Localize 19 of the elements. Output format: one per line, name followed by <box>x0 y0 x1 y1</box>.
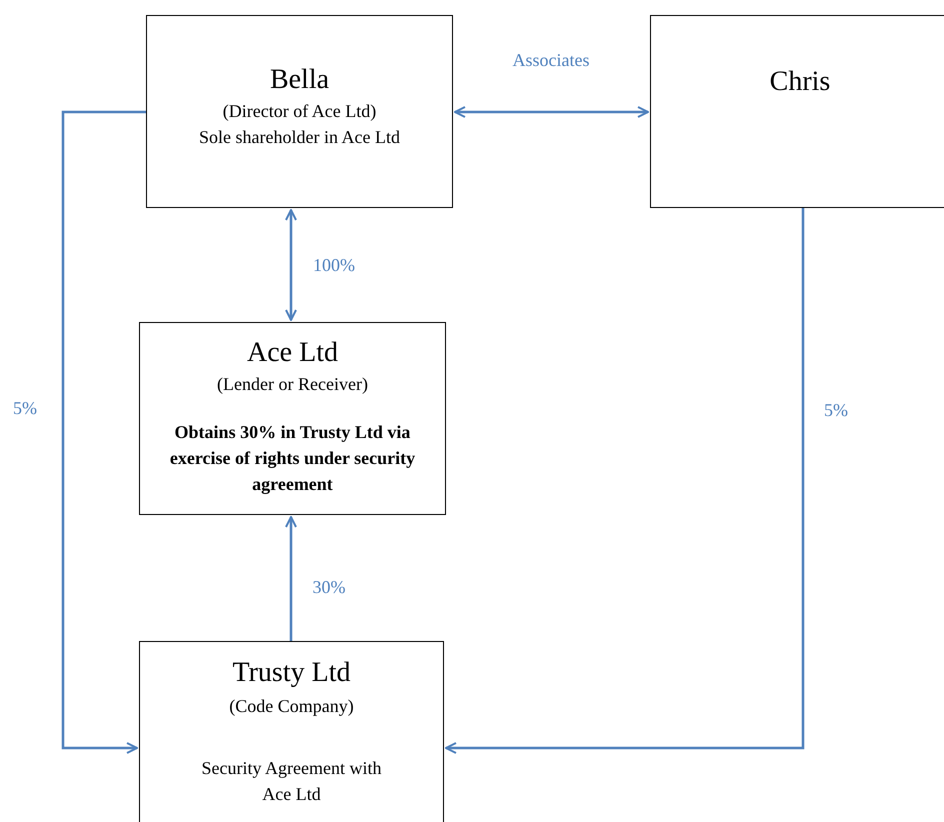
arrow <box>62 110 146 754</box>
arrow <box>445 208 804 754</box>
entity-description: (Director of Ace Ltd) <box>222 100 376 123</box>
entity-description: (Code Company) <box>229 695 354 718</box>
entity-name: Chris <box>770 66 830 98</box>
arrow <box>285 516 297 641</box>
entity-description: (Lender or Receiver) <box>217 373 368 396</box>
entity-box <box>146 15 453 208</box>
entity-name: Ace Ltd <box>247 337 338 369</box>
arrow <box>454 106 649 118</box>
entity-description: Sole shareholder in Ace Ltd <box>199 126 400 149</box>
entity-box <box>650 15 944 208</box>
entity-box <box>139 641 444 822</box>
entity-description: Security Agreement with Ace Ltd <box>200 757 382 806</box>
entity-box <box>139 322 446 515</box>
entity-name: Bella <box>270 64 330 96</box>
arrow <box>285 209 297 321</box>
entity-description: Obtains 30% in Trusty Ltd via exercise of rights under security agreement <box>168 421 416 496</box>
entity-name: Trusty Ltd <box>232 657 350 689</box>
